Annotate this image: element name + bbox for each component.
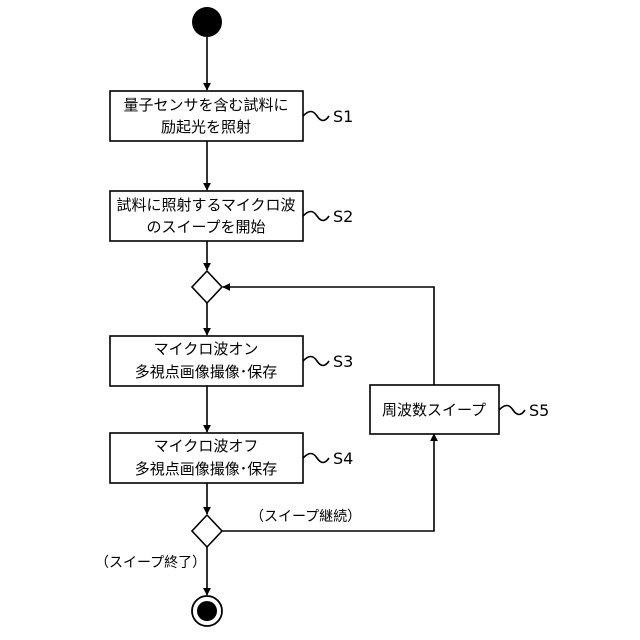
step-s3: マイクロ波オン 多視点画像撮像･保存: [110, 336, 303, 386]
step-s2-line2: のスイープを開始: [146, 218, 265, 236]
step-s2: 試料に照射するマイクロ波 のスイープを開始: [110, 191, 303, 241]
step-s4-id: S4: [333, 449, 353, 468]
step-s4-line1: マイクロ波オフ: [154, 437, 259, 455]
step-s2-id: S2: [333, 207, 353, 226]
step-s3-leader: [303, 357, 329, 366]
step-s1-id: S1: [333, 107, 353, 126]
start-node: [192, 7, 222, 37]
label-continue: （スイープ継続）: [250, 508, 361, 525]
step-s5-line1: 周波数スイープ: [382, 401, 486, 419]
step-s2-leader: [303, 212, 329, 221]
merge-node: [192, 271, 222, 303]
step-s5-leader: [499, 406, 525, 415]
end-node-core: [197, 601, 217, 621]
step-s5-id: S5: [529, 401, 549, 420]
step-s3-line1: マイクロ波オン: [154, 340, 259, 358]
label-end: （スイープ終了）: [95, 555, 206, 571]
step-s4-line2: 多視点画像撮像･保存: [135, 460, 278, 478]
step-s4: マイクロ波オフ 多視点画像撮像･保存: [110, 433, 303, 483]
step-s5: 周波数スイープ: [370, 385, 499, 434]
step-s2-line1: 試料に照射するマイクロ波: [116, 196, 295, 214]
step-s3-line2: 多視点画像撮像･保存: [135, 363, 278, 381]
decision-node: [192, 515, 222, 547]
step-s1-leader: [303, 112, 329, 121]
step-s1-line2: 励起光を照射: [161, 118, 251, 136]
step-s3-id: S3: [333, 352, 353, 371]
step-s1-line1: 量子センサを含む試料に: [123, 96, 288, 114]
step-s1: 量子センサを含む試料に 励起光を照射: [110, 91, 303, 141]
step-s4-leader: [303, 454, 329, 463]
